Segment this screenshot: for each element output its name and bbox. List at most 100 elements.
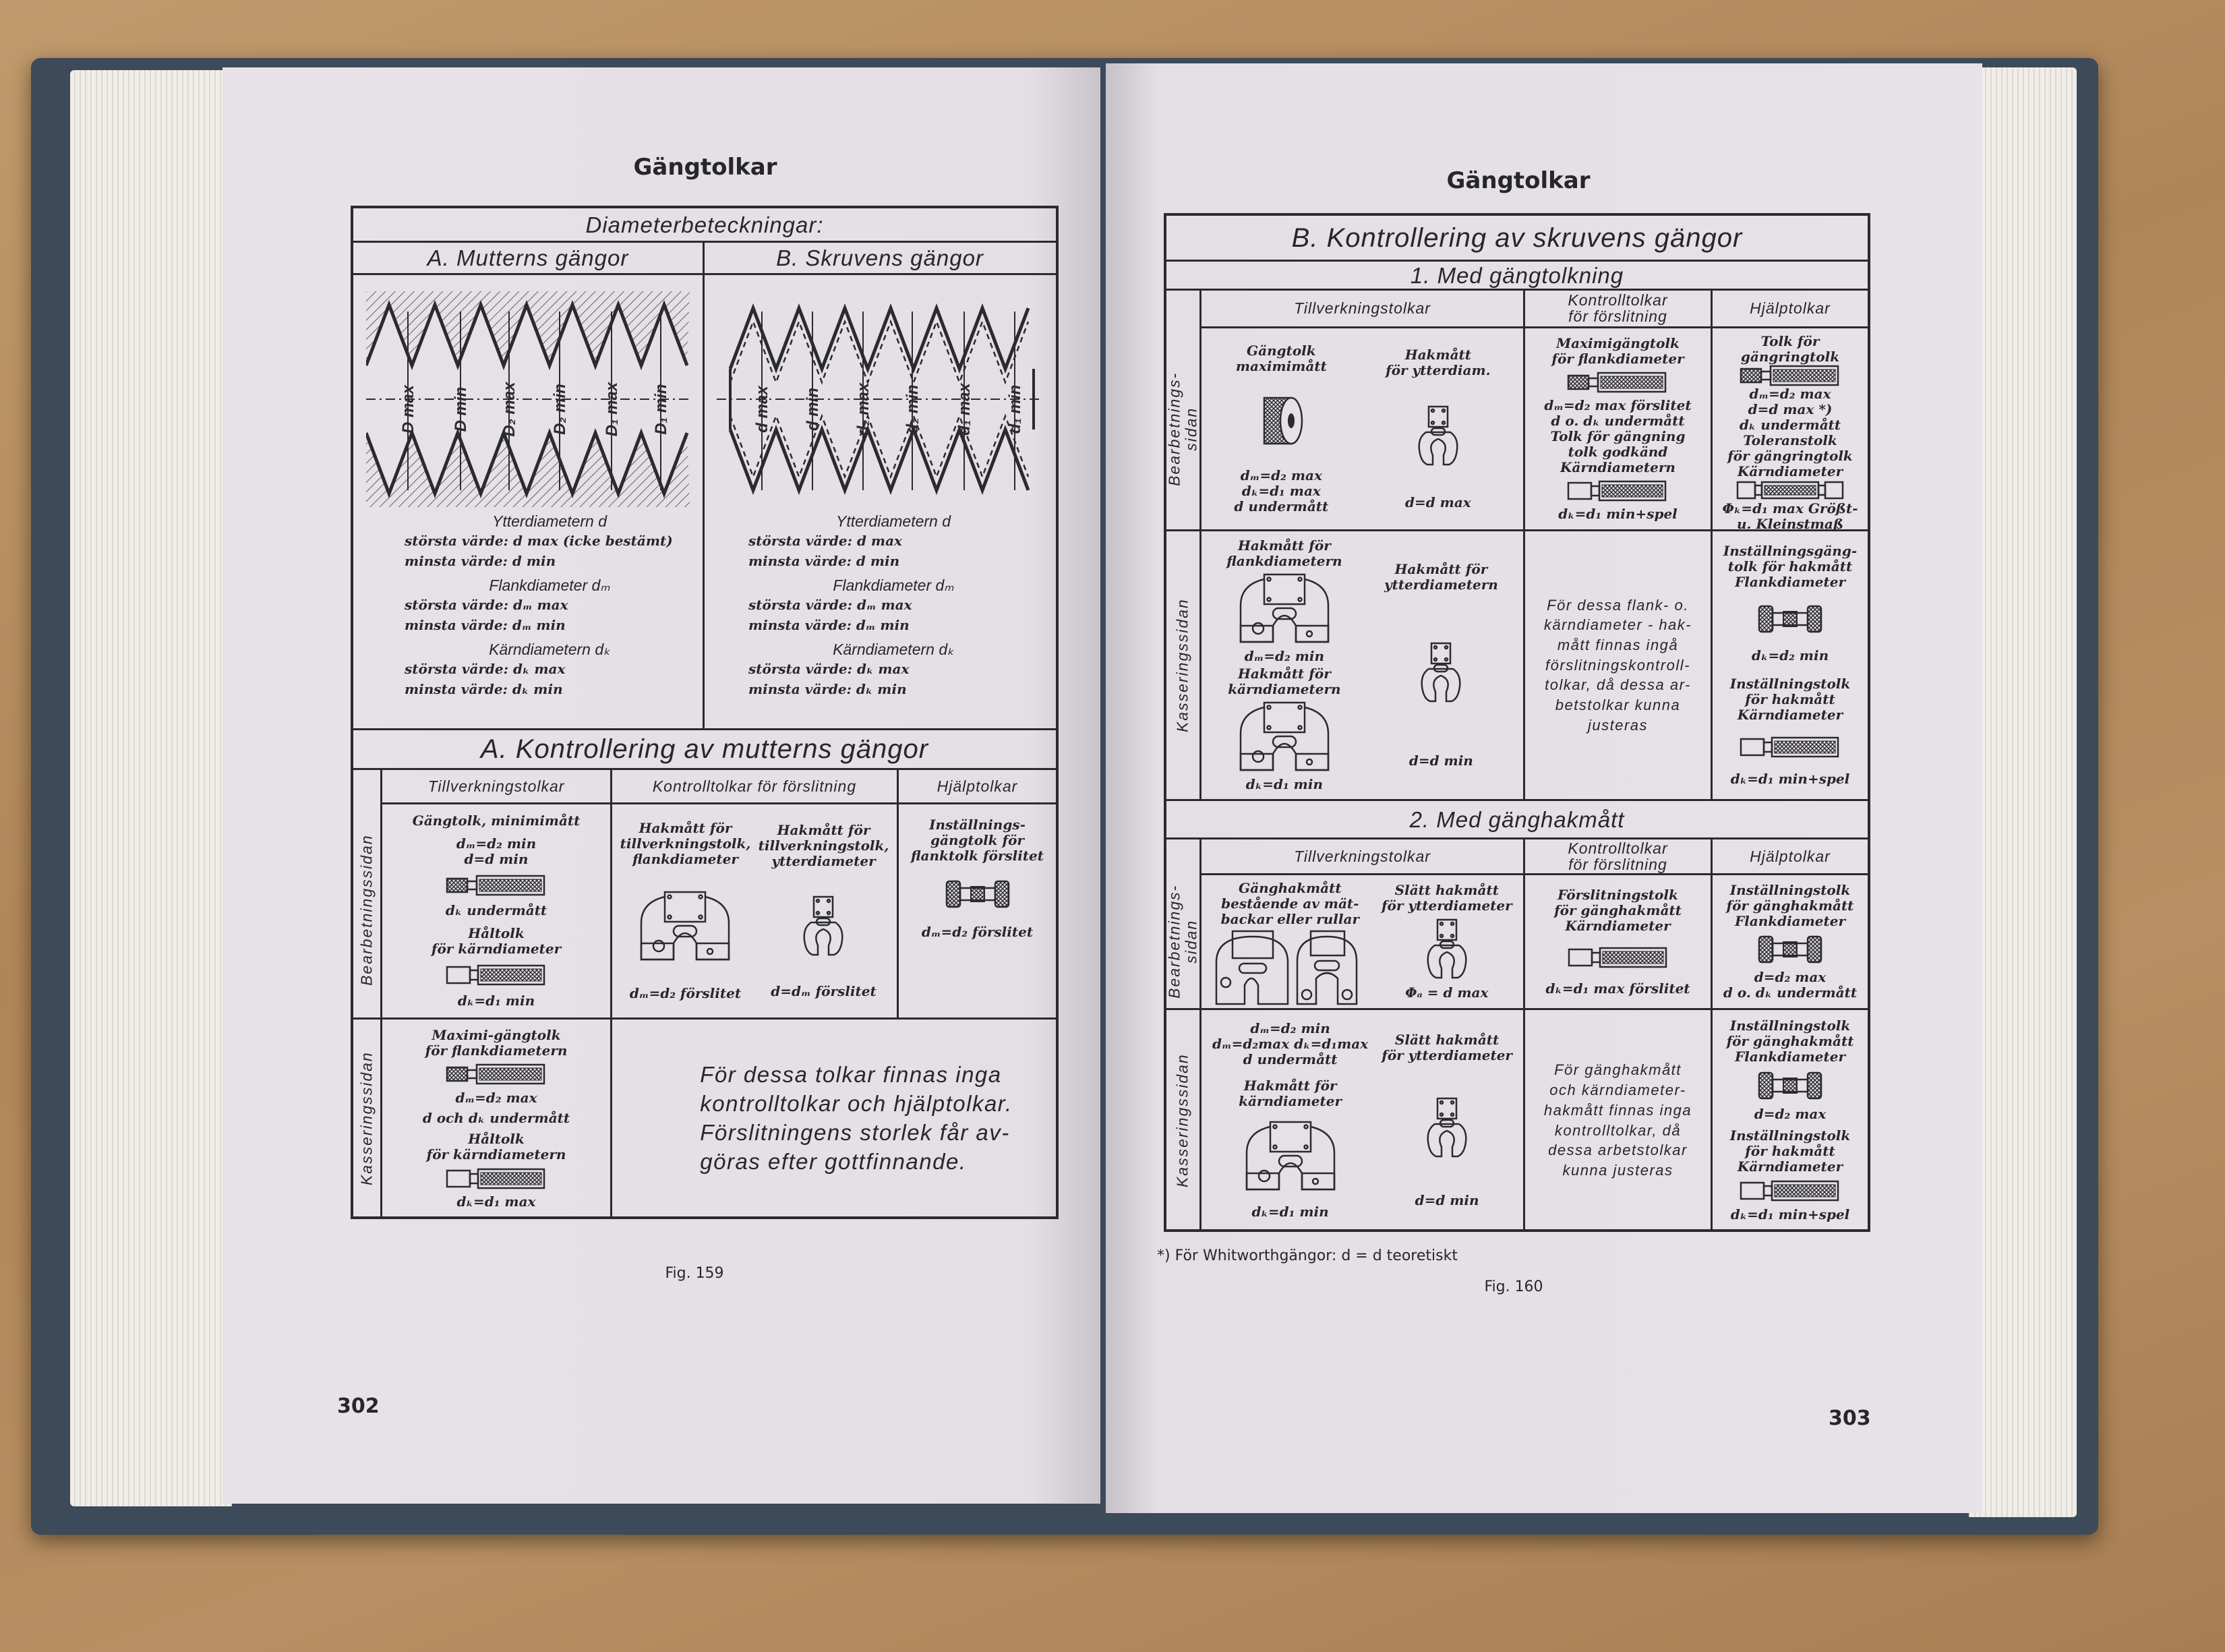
page-title-right: Gängtolkar [1446,167,1591,194]
diameter-value: största värde: dₖ max [748,661,910,677]
cell-text: dₘ=d₂ max [455,1089,537,1106]
thread-snap-gauge-pair-icon [1212,927,1367,1008]
cell-text: d=d min [1415,1192,1479,1208]
snap-gauge-large-icon [634,889,736,964]
cell-bearb-hjalp: Inställnings- gängtolk för flanktolk för… [899,804,1056,953]
cell-text: d=d₂ max [1754,1106,1827,1123]
plain-plug-gauge-icon [1567,480,1668,502]
cell-text: Förslitningstolk för gänghakmått Kärndia… [1554,886,1682,934]
page-edges-right [1969,67,2077,1517]
diameter-value: största värde: d max (icke bestämt) [405,533,673,549]
page-title-left: Gängtolkar [633,154,777,181]
setting-plug-gauge-icon [1756,934,1824,965]
thread-plug-gauge-icon [1567,372,1668,393]
cell-text: Hakmått för kärndiameter [1239,1077,1342,1109]
diameter-heading: Kärndiametern dₖ [833,641,954,658]
cell-text: dₖ=d₁ min+spel [1730,1206,1850,1222]
cell-text: dₖ undermått [445,902,547,919]
section-1-title: 1. Med gängtolkning [1410,262,1624,288]
s1-cell-kass-hjalp: Inställningsgäng- tolk för hakmått Flank… [1713,531,1868,799]
cell-group: Inställnings- gängtolk för flanktolk för… [911,810,1044,947]
diameter-value: största värde: dₘ max [748,597,912,613]
cell-text: dₘ=d₂ max förslitet d o. dₖ undermått To… [1544,396,1692,475]
cell-text: dₘ=d₂ förslitet [921,924,1034,940]
plain-plug-gauge-icon [1740,1180,1841,1202]
s2-cell-bearb-tillverkning: Gänghakmått bestående av mät- backar ell… [1202,875,1523,1008]
cell-bearb-kontroll: Hakmått för tillverkningstolk, flankdiam… [612,804,897,1017]
s1-cell-kass-kontroll: För dessa flank- o. kärndiameter - hak- … [1525,531,1711,799]
cell-text: Inställningsgäng- tolk för hakmått Flank… [1723,542,1858,590]
cell-text: Maximi-gängtolk för flankdiametern [425,1026,568,1059]
thread-plug-gauge-icon [446,1063,547,1085]
s2-cell-kass-kontroll: För gänghakmått och kärndiameter- hakmåt… [1525,1010,1711,1231]
cell-text: Gänghakmått bestående av mät- backar ell… [1220,880,1359,927]
col-header: Tillverkningstolkar [427,777,565,795]
cell-text: d=d₂ max d o. dₖ undermått [1723,968,1858,1001]
figure-caption: Fig. 159 [665,1265,724,1282]
cell-text: Gängtolk, minimimått [412,813,581,829]
cell-text: dₖ=d₁ min [457,992,535,1009]
cell-text: d och dₖ undermått [422,1110,570,1127]
cell-text: Hakmått för flankdiametern [1226,537,1342,569]
snap-gauge-small-icon [802,895,845,957]
cell-group: Slätt hakmått för ytterdiameter Φₐ = d ma… [1382,881,1512,1003]
plain-plug-gauge-icon [446,964,547,986]
table-header: B. Kontrollering av skruvens gängor [1291,223,1743,253]
s2-cell-bearb-hjalp: Inställningstolk för gänghakmått Flankdi… [1713,875,1868,1008]
cell-text: Håltolk för kärndiametern [426,1131,566,1163]
diameter-heading: Flankdiameter dₘ [489,577,610,594]
table-header: Diameterbeteckningar: [585,212,824,237]
diameter-value: största värde: d max [748,533,902,549]
screw-thread-diagram: d max d min d₂ max d₂ min d₁ max d₁ min [717,303,1040,496]
col-b-header: B. Skruvens gängor [776,245,984,270]
cell-group: Hakmått för ytterdiametern d=d min [1384,537,1498,794]
cell-text: Maximigängtolk för flankdiameter [1551,335,1684,367]
cell-text: Inställnings- gängtolk för flanktolk för… [910,817,1044,864]
diameter-value: största värde: dₘ max [405,597,568,613]
s2-cell-bearb-kontroll: Förslitningstolk för gänghakmått Kärndia… [1525,875,1711,1008]
cell-text: Tolk för gängringtolk [1740,333,1840,365]
cell-group: Inställningstolk för gänghakmått Flankdi… [1723,881,1857,1003]
cell-text: Slätt hakmått för ytterdiameter [1381,882,1512,914]
plain-plug-gauge-icon [446,1168,547,1189]
cell-group: Inställningsgäng- tolk för hakmått Flank… [1723,537,1857,794]
cell-text: Hakmått för ytterdiam. [1386,347,1491,379]
page-edges-left [70,70,232,1506]
section-a-title: A. Kontrollering av mutterns gängor [480,734,929,764]
snap-gauge-small-icon [1417,405,1460,467]
setting-plug-gauge-icon [944,879,1011,910]
cell-group: Gänghakmått bestående av mät- backar ell… [1212,880,1367,1005]
section-2-title: 2. Med gänghakmått [1409,806,1625,832]
cell-group: Hakmått för tillverkningstolk, ytterdiam… [759,810,889,1012]
cell-text: Hakmått för ytterdiametern [1384,560,1498,593]
diameter-value: minsta värde: d min [405,553,556,569]
col-header: Kontrolltolkar för förslitning [1568,291,1668,325]
cell-text: dₘ=d₂ förslitet [629,984,742,1001]
row-label: Bearbetnings- sidan [1165,372,1200,486]
cell-text: Hakmått för kärndiametern [1228,666,1341,698]
cell-text: d=d min [1408,753,1473,769]
note-text: För dessa flank- o. kärndiameter - hak- … [1543,596,1692,734]
cell-text: dₘ=d₂ min [1244,647,1325,664]
s1-cell-bearb-kontroll: Maximigängtolk för flankdiameter dₘ=d₂ ma… [1525,328,1711,529]
s2-cell-kass-hjalp: Inställningstolk för gänghakmått Flankdi… [1713,1010,1868,1231]
screw-control-table [1164,213,1870,1232]
diameter-value: största värde: dₖ max [405,661,566,677]
col-header: Kontrolltolkar för förslitning [652,777,857,795]
row-label: Kasseringssidan [1173,1053,1191,1187]
diameter-value: minsta värde: d min [748,553,900,569]
cell-text: Φₐ = d max [1405,984,1489,1001]
thread-ring-gauge-icon [1257,392,1305,449]
row-label: Bearbetnings- sidan [1165,884,1200,999]
nut-thread-diagram: D max D min D₂ max D₂ min D₁ max D₁ min [366,291,690,507]
diameter-heading: Flankdiameter dₘ [833,577,954,594]
cell-kass-tillverkning: Maximi-gängtolk för flankdiametern dₘ=d₂ … [382,1020,610,1218]
